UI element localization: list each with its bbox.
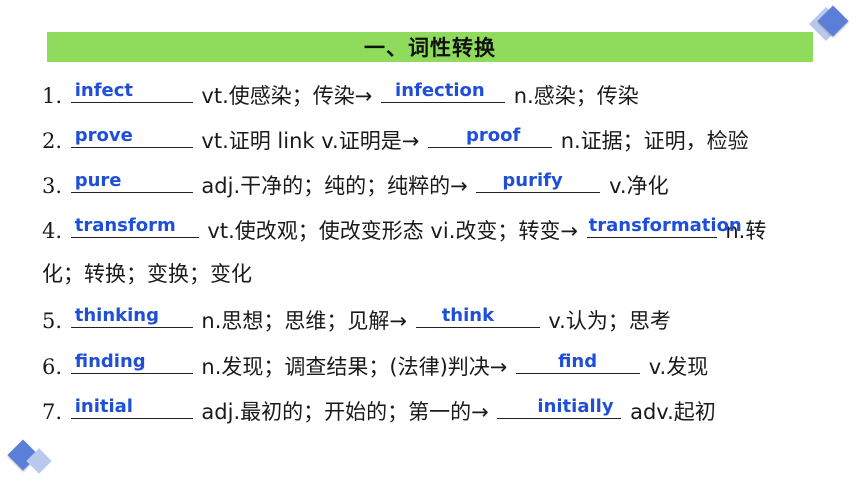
item-2: 2. prove vt.证明 link v.证明是→ proof n.证据；证明… [42,125,749,156]
item-text: v.认为；思考 [548,309,671,333]
item-text: vt.使改观；使改变形态 vi.改变；转变→ [207,219,578,243]
section-title-bar: 一、词性转换 [47,32,813,62]
answer: think [441,305,495,326]
blank-1: prove [70,125,193,148]
blank-2: think [415,305,540,328]
item-3: 3. pure adj.干净的；纯的；纯粹的→ purify v.净化 [42,170,669,201]
answer: infection [395,80,485,101]
item-text: adj.干净的；纯的；纯粹的→ [201,174,475,198]
item-text: n.证据；证明，检验 [560,129,749,153]
answer: finding [74,351,146,372]
blank-1: thinking [70,305,193,328]
item-4-continuation: 化；转换；变换；变化 [42,259,252,289]
item-text: v.净化 [609,174,669,198]
item-5: 5. thinking n.思想；思维；见解→ think v.认为；思考 [42,305,671,336]
item-6: 6. finding n.发现；调查结果；(法律)判决→ find v.发现 [42,351,708,382]
item-text: n.发现；调查结果；(法律)判决→ [201,355,515,379]
item-text: vt.使感染；传染→ [201,84,380,108]
item-text: adj.最初的；开始的；第一的→ [201,400,496,424]
blank-2: purify [476,170,601,193]
answer: transformation [588,215,742,236]
blank-2: find [516,351,641,374]
blank-1: finding [70,351,193,374]
blank-2: infection [381,80,506,103]
answer: transform [74,215,176,236]
item-text: v.发现 [648,355,709,379]
item-text: vt.证明 link v.证明是→ [201,129,426,153]
blank-1: transform [70,215,199,238]
answer: initially [537,396,614,417]
blank-2: proof [428,125,552,148]
blank-1: infect [70,80,193,103]
item-text: n.感染；传染 [513,84,639,108]
item-text: n.转 [725,219,767,243]
answer: pure [74,170,122,191]
item-text: n.思想；思维；见解→ [201,309,414,333]
item-text: 化；转换；变换；变化 [42,262,252,286]
answer: find [558,351,598,372]
item-number: 4. [42,219,63,243]
blank-1: initial [70,396,193,419]
section-title: 一、词性转换 [364,36,496,60]
item-7: 7. initial adj.最初的；开始的；第一的→ initially ad… [42,396,716,427]
item-number: 5. [42,309,63,333]
answer: proof [466,125,521,146]
item-number: 3. [42,174,63,198]
blank-1: pure [70,170,193,193]
item-4: 4. transform vt.使改观；使改变形态 vi.改变；转变→ tran… [42,215,766,246]
blank-2: initially [497,396,622,419]
item-number: 1. [42,84,63,108]
item-number: 7. [42,400,63,424]
answer: thinking [74,305,159,326]
answer: infect [74,80,134,101]
answer: prove [74,125,133,146]
answer: initial [74,396,133,417]
answer: purify [502,170,563,191]
item-text: adv.起初 [630,400,716,424]
item-number: 6. [42,355,63,379]
blank-2: transformation [586,215,742,238]
item-1: 1. infect vt.使感染；传染→ infection n.感染；传染 [42,80,639,111]
item-number: 2. [42,129,63,153]
